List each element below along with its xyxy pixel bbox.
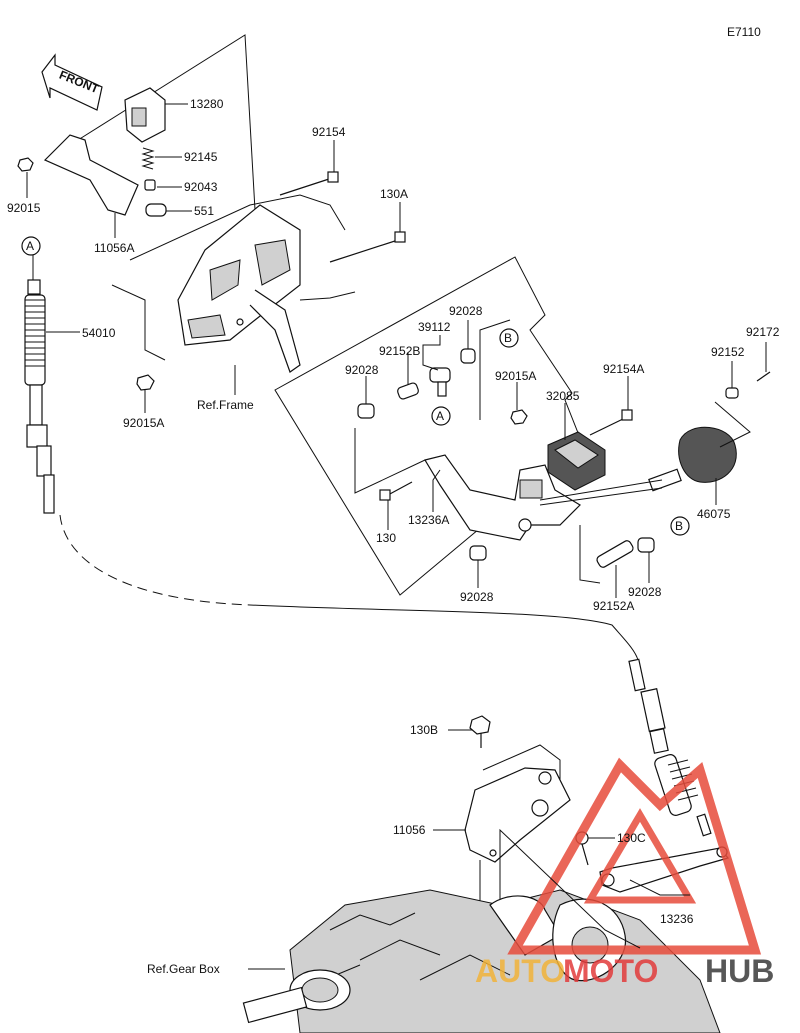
label-46075: 46075 <box>697 507 731 521</box>
part-92152b-pin <box>397 382 419 400</box>
label-13280: 13280 <box>190 97 224 111</box>
part-92043-pin <box>144 179 156 191</box>
part-92028-bushing-right <box>637 537 655 553</box>
label-92154: 92154 <box>312 125 346 139</box>
label-39112: 39112 <box>418 320 451 334</box>
part-92145-spring <box>141 147 155 170</box>
part-92015-nut <box>17 157 34 172</box>
part-39112 <box>429 367 451 397</box>
label-ref-frame: Ref.Frame <box>197 398 254 412</box>
label-130: 130 <box>376 531 396 545</box>
part-92154a-bolt <box>589 409 633 436</box>
part-32085-damper <box>547 431 606 491</box>
part-551 <box>145 203 167 217</box>
part-92152a-pin <box>596 540 634 568</box>
watermark-triangle <box>507 757 762 955</box>
label-13236a: 13236A <box>408 513 449 527</box>
label-92145: 92145 <box>184 150 218 164</box>
callout-b-top: B <box>499 328 519 348</box>
svg-text:B: B <box>504 331 512 345</box>
label-ref-gear-box: Ref.Gear Box <box>147 962 220 976</box>
svg-text:B: B <box>675 519 683 533</box>
label-130a: 130A <box>380 187 408 201</box>
frame-bracket <box>177 204 301 373</box>
part-92028-bushing-left <box>357 403 375 419</box>
part-130b-bolt <box>469 715 491 748</box>
brand-watermark: AUTO MOTO HUB <box>475 757 774 989</box>
part-11056a <box>43 134 139 216</box>
label-32085: 32085 <box>546 389 580 403</box>
part-54010-cable <box>24 255 639 661</box>
label-92015a-right: 92015A <box>495 369 536 383</box>
label-92028-left: 92028 <box>345 363 379 377</box>
label-130c: 130C <box>617 831 646 845</box>
part-92152-pin <box>725 387 739 399</box>
label-11056: 11056 <box>393 823 426 837</box>
label-92028-bottom: 92028 <box>460 590 494 604</box>
part-13236a-lever <box>424 454 663 541</box>
gearbox <box>242 889 721 1033</box>
label-13236: 13236 <box>660 912 694 926</box>
label-92172: 92172 <box>746 325 780 339</box>
label-92028-top: 92028 <box>449 304 483 318</box>
label-92152: 92152 <box>711 345 745 359</box>
label-92152a: 92152A <box>593 599 634 613</box>
label-92152b: 92152B <box>379 344 420 358</box>
svg-text:A: A <box>26 239 34 253</box>
label-92015: 92015 <box>7 201 41 215</box>
watermark-auto: AUTO <box>475 953 565 989</box>
watermark-hub: HUB <box>705 953 774 989</box>
part-92028-bushing-bottom <box>469 545 487 561</box>
lever-assembly-box <box>274 256 583 596</box>
part-92172-screw <box>756 371 771 382</box>
part-130-bolt <box>379 481 413 501</box>
label-11056a: 11056A <box>94 241 134 255</box>
label-92028-right: 92028 <box>628 585 662 599</box>
part-92015a-nut-right <box>510 409 528 425</box>
callout-a-top: A <box>21 236 41 256</box>
part-46075-knob <box>648 426 737 492</box>
watermark-moto: MOTO <box>563 953 658 989</box>
callout-b-right: B <box>670 516 690 536</box>
part-92028-bushing-top <box>460 348 476 364</box>
part-92154-bolt <box>279 171 339 196</box>
part-92015a-nut-left <box>136 374 155 391</box>
callout-a-mid: A <box>431 406 451 426</box>
diagram-code: E7110 <box>727 25 761 39</box>
label-92043: 92043 <box>184 180 218 194</box>
label-92015a-left: 92015A <box>123 416 164 430</box>
leader-lines <box>26 103 767 970</box>
part-54010-cable-lower-end <box>628 658 712 837</box>
part-130a-bolt <box>329 231 406 263</box>
svg-text:A: A <box>436 409 444 423</box>
front-arrow: FRONT <box>41 53 103 111</box>
label-54010: 54010 <box>82 326 116 340</box>
part-11056-bracket <box>464 744 571 920</box>
label-92154a: 92154A <box>603 362 644 376</box>
label-551: 551 <box>194 204 214 218</box>
label-130b: 130B <box>410 723 438 737</box>
part-13280 <box>124 87 166 143</box>
